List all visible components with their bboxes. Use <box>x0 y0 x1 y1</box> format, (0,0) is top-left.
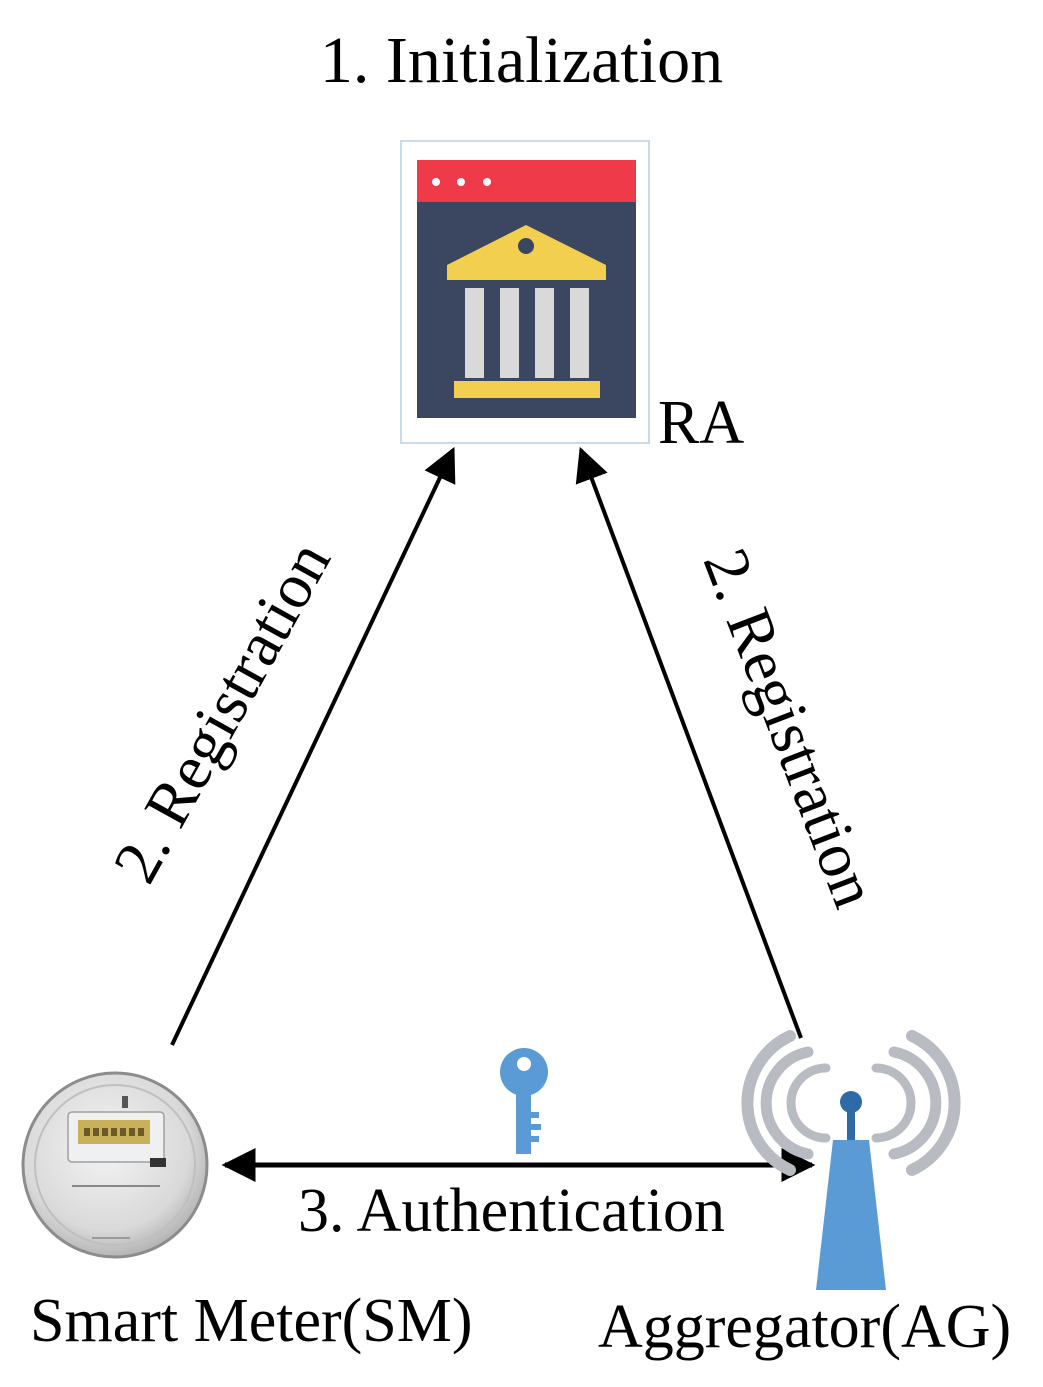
edge-label-authentication: 3. Authentication <box>298 1177 726 1245</box>
antenna-tower-icon <box>741 1030 961 1290</box>
aggregator-label: Aggregator(AG) <box>598 1293 1012 1361</box>
key-icon <box>500 1048 548 1154</box>
ra-label: RA <box>658 389 745 457</box>
diagram-title: 1. Initialization <box>319 24 724 97</box>
smart-meter-icon <box>21 1071 209 1259</box>
ra-header-bar <box>417 160 636 202</box>
arrow-ag-to-ra <box>575 446 803 1039</box>
smart-meter-label: Smart Meter(SM) <box>30 1287 473 1355</box>
ra-icon <box>400 140 650 444</box>
arrow-sm-to-ra <box>170 446 456 1046</box>
government-building-icon <box>447 225 606 398</box>
